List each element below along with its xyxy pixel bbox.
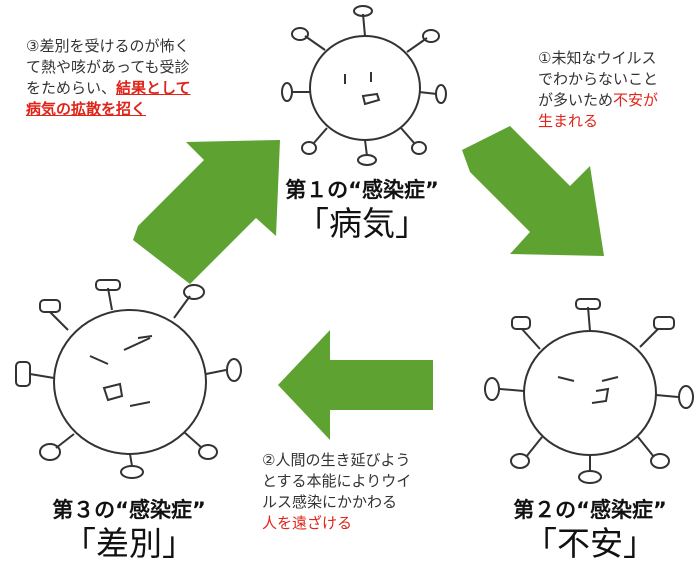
caption-second-infection: 第２の“感染症” 「不安」	[486, 496, 694, 564]
caption-first-title: 「病気」	[296, 204, 428, 243]
virus-illness-icon	[281, 5, 447, 166]
virus-anxiety-icon	[484, 298, 694, 484]
caption-second-subtitle: 第２の“感染症”	[513, 498, 667, 522]
caption-third-infection: 第３の“感染症” 「差別」	[24, 496, 234, 564]
caption-third-title: 「差別」	[63, 524, 195, 563]
note-anxiety-to-discrimination: ②人間の生き延びよう とする本能によりウイ ルス感染にかかわる 人を遠ざける	[262, 451, 412, 532]
virus-discrimination-icon	[15, 279, 242, 479]
note-illness-to-anxiety: ①未知なウイルス でわからないこと が多いため不安が 生まれる	[538, 49, 659, 130]
arrow-illness-to-anxiety	[462, 126, 604, 256]
caption-second-title: 「不安」	[524, 524, 656, 563]
caption-first-subtitle: 第１の“感染症”	[285, 178, 439, 202]
caption-first-infection: 第１の“感染症” 「病気」	[262, 176, 462, 244]
caption-third-subtitle: 第３の“感染症”	[52, 498, 206, 522]
note-discrimination-to-illness: ③差別を受けるのが怖く て熱や咳があっても受診 をためらい、結果として 病気の拡…	[26, 37, 191, 118]
arrow-discrimination-to-illness	[133, 140, 280, 284]
arrow-anxiety-to-discrimination	[278, 330, 433, 440]
